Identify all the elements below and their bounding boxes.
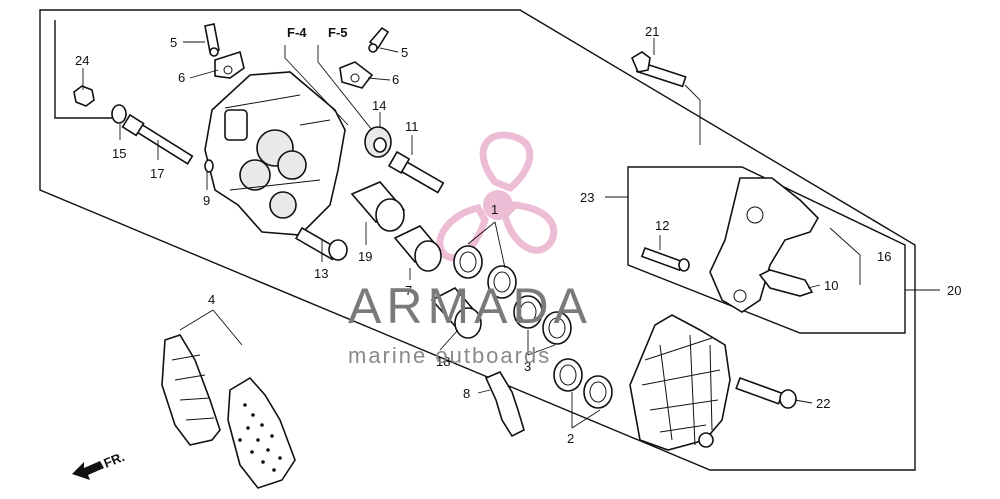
bracket-subframe <box>627 166 906 334</box>
label-24: 24 <box>75 53 89 68</box>
label-13: 13 <box>314 266 328 281</box>
bleeder-valve-right <box>368 26 390 53</box>
ref-f5: F-5 <box>328 25 348 40</box>
label-16: 16 <box>877 249 891 264</box>
label-7: 7 <box>405 283 412 298</box>
watermark-brand: ARMADA <box>348 278 592 334</box>
washer-9 <box>204 159 214 173</box>
label-10: 10 <box>824 278 838 293</box>
seal-rings-1 <box>453 245 517 299</box>
bolt-22 <box>735 376 797 409</box>
label-17: 17 <box>150 166 164 181</box>
label-3: 3 <box>524 359 531 374</box>
bolt-24 <box>73 85 95 107</box>
watermark-hub-icon <box>483 190 513 220</box>
label-18: 18 <box>436 354 450 369</box>
bleeder-valve-left <box>204 23 220 57</box>
pad-spring-8 <box>484 370 525 438</box>
label-15: 15 <box>112 146 126 161</box>
ref-f4: F-4 <box>287 25 307 40</box>
label-9: 9 <box>203 193 210 208</box>
piston-19 <box>350 181 406 232</box>
seal-rings-2 <box>553 358 613 409</box>
label-19: 19 <box>358 249 372 264</box>
bolt-24-box <box>54 20 112 119</box>
pin-11 <box>387 150 445 194</box>
caliper-outer-half <box>629 314 731 451</box>
label-14: 14 <box>372 98 386 113</box>
label-23: 23 <box>580 190 594 205</box>
boot-15 <box>111 104 127 124</box>
watermark-logo <box>436 131 558 262</box>
piston-18 <box>430 286 482 339</box>
label-4: 4 <box>208 292 215 307</box>
front-arrow-label: FR. <box>102 449 127 471</box>
label-2: 2 <box>567 431 574 446</box>
brake-pad-right <box>227 376 296 489</box>
bleeder-cap-right <box>339 61 374 89</box>
label-1: 1 <box>491 202 498 217</box>
bleeder-cap-left <box>214 50 245 79</box>
label-12: 12 <box>655 218 669 233</box>
bolt-21 <box>630 51 687 88</box>
label-20: 20 <box>947 283 961 298</box>
label-5-left: 5 <box>170 35 177 50</box>
caliper-body <box>204 71 346 236</box>
label-21: 21 <box>645 24 659 39</box>
seal-14 <box>364 126 392 158</box>
watermark-tagline: marine outboards <box>348 343 551 368</box>
label-6-right: 6 <box>392 72 399 87</box>
label-11: 11 <box>405 119 419 134</box>
main-frame <box>39 9 916 471</box>
label-22: 22 <box>816 396 830 411</box>
seal-rings-3 <box>513 295 572 345</box>
label-6-left: 6 <box>178 70 185 85</box>
label-5-right: 5 <box>401 45 408 60</box>
brake-pad-left <box>161 334 221 446</box>
pin-17 <box>121 113 194 165</box>
front-arrow-icon: FR. <box>72 449 127 480</box>
piston-7 <box>393 225 442 272</box>
pad-clip-10 <box>758 269 814 297</box>
leader-lines <box>82 38 861 429</box>
label-8: 8 <box>463 386 470 401</box>
pin-13 <box>294 226 348 261</box>
pin-12 <box>640 246 690 272</box>
bracket-16 <box>709 177 819 313</box>
